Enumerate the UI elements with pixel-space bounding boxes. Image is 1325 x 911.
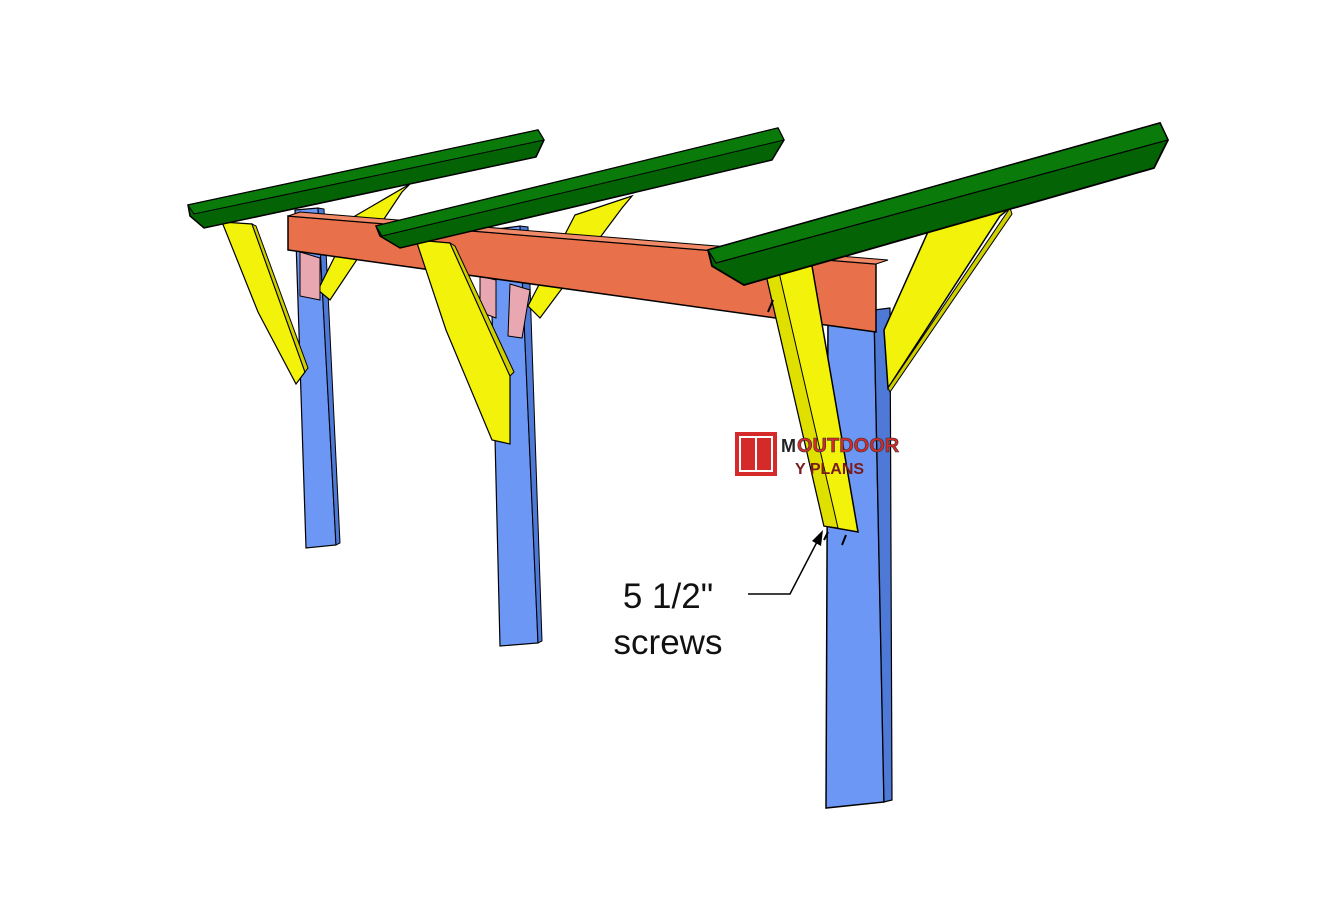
brace-left-front xyxy=(221,221,309,386)
brace-right-back xyxy=(883,204,1013,393)
block-left xyxy=(299,251,321,301)
screw-marks xyxy=(767,299,847,546)
post-middle xyxy=(489,225,543,647)
top-beam-left xyxy=(187,129,545,229)
arrow-head-icon xyxy=(812,530,823,546)
brace-middle-front xyxy=(415,239,515,445)
callout-label-size: 5 1/2" xyxy=(622,577,714,616)
callout-label-screws: screws xyxy=(613,623,723,662)
watermark-badge-m: M xyxy=(781,436,796,456)
watermark-word-plans: Y PLANS xyxy=(795,461,864,478)
top-beam-right xyxy=(706,121,1170,286)
post-right xyxy=(825,307,893,809)
callout-leader xyxy=(748,530,823,595)
watermark-word-outdoor: OUTDOOR xyxy=(797,435,900,457)
top-beam-middle xyxy=(374,127,785,249)
watermark-logo: M OUTDOOR Y PLANS xyxy=(735,432,900,478)
